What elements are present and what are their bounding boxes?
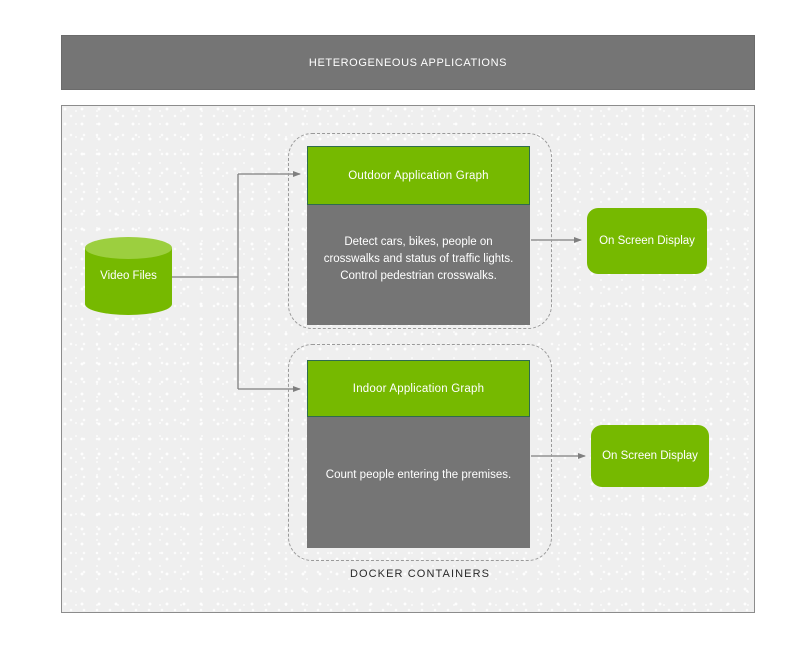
docker-containers-label: DOCKER CONTAINERS <box>349 568 491 580</box>
outdoor-card-title: Outdoor Application Graph <box>348 169 489 182</box>
outdoor-card-body: Detect cars, bikes, people on crosswalks… <box>307 205 530 325</box>
video-files-database[interactable]: Video Files <box>85 237 172 315</box>
video-files-label: Video Files <box>100 270 157 282</box>
outdoor-card-header: Outdoor Application Graph <box>307 146 530 205</box>
docker-container-outdoor <box>288 133 552 329</box>
cylinder-bottom-ellipse <box>85 293 172 315</box>
indoor-application-card[interactable]: Indoor Application Graph Count people en… <box>307 360 530 548</box>
indoor-on-screen-display[interactable]: On Screen Display <box>591 425 709 487</box>
outdoor-on-screen-display[interactable]: On Screen Display <box>587 208 707 274</box>
indoor-card-description: Count people entering the premises. <box>325 469 512 481</box>
header-title: HETEROGENEOUS APPLICATIONS <box>308 56 508 69</box>
indoor-card-header: Indoor Application Graph <box>307 360 530 417</box>
outdoor-application-card[interactable]: Outdoor Application Graph Detect cars, b… <box>307 146 530 325</box>
indoor-card-body: Count people entering the premises. <box>307 417 530 548</box>
header-banner: HETEROGENEOUS APPLICATIONS <box>61 35 755 90</box>
outdoor-card-description: Detect cars, bikes, people on crosswalks… <box>323 236 514 282</box>
cylinder-top-ellipse <box>85 237 172 259</box>
indoor-card-title: Indoor Application Graph <box>352 382 485 395</box>
docker-container-indoor <box>288 344 552 561</box>
